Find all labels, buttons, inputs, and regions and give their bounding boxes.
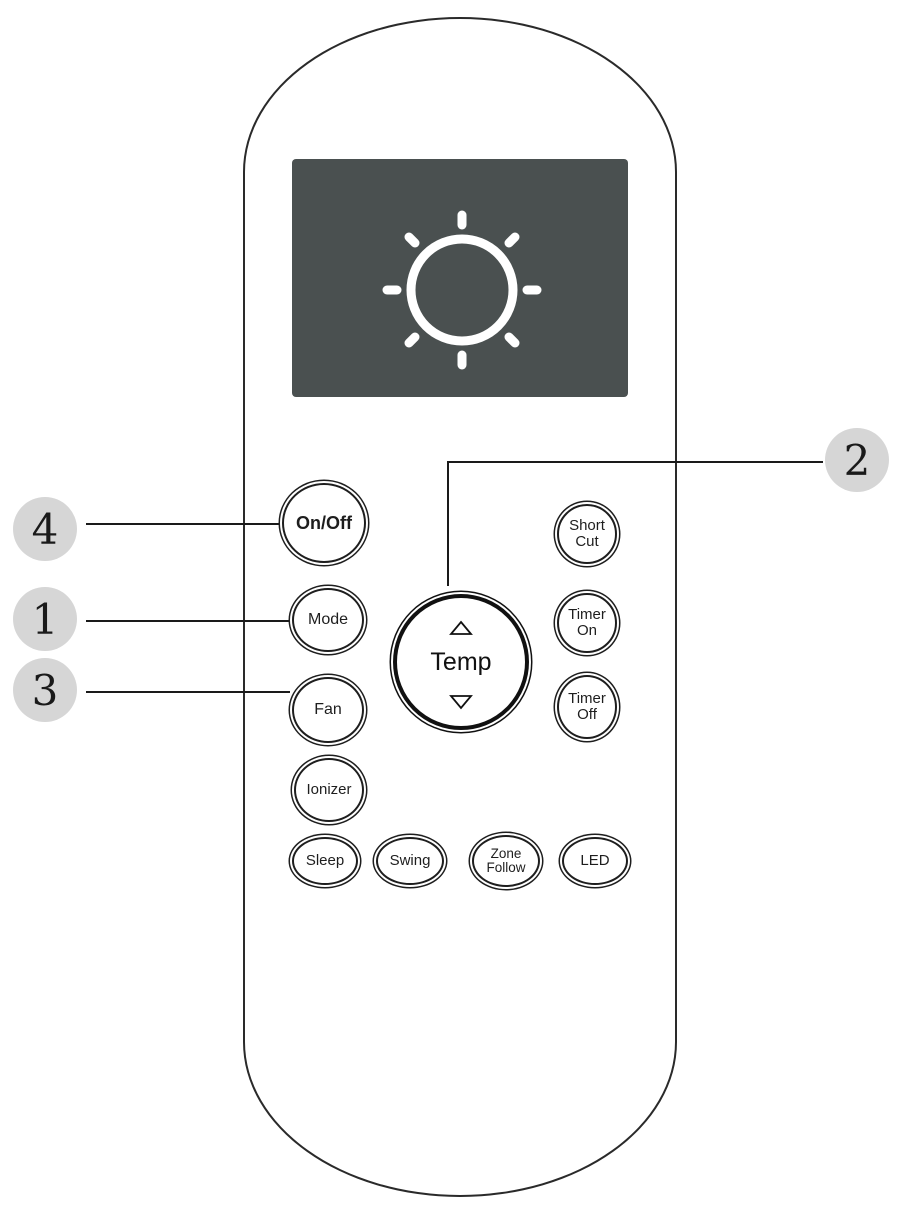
remote-display [292, 159, 628, 397]
mode-button[interactable]: Mode [292, 588, 364, 652]
zone-follow-label-line-1: Zone [490, 845, 522, 861]
led-button[interactable]: LED [562, 837, 628, 885]
mode-label: Mode [307, 610, 349, 628]
on-off-label: On/Off [296, 512, 352, 533]
ionizer-button[interactable]: Ionizer [294, 758, 364, 822]
fan-button[interactable]: Fan [292, 677, 364, 743]
swing-button[interactable]: Swing [376, 837, 444, 885]
temp-button[interactable]: Temp [393, 594, 529, 730]
callout-badge-3: 3 [13, 658, 77, 722]
timer-on-label-line-2: On [576, 622, 597, 639]
short-cut-label-line-2: Cut [575, 533, 599, 550]
sleep-label: Sleep [305, 852, 345, 870]
callout-line-4 [86, 523, 282, 525]
zone-follow-button[interactable]: Zone Follow [472, 835, 540, 887]
timer-on-label-line-1: Timer [568, 606, 606, 624]
temp-up-arrow-icon[interactable] [449, 620, 473, 636]
fan-label: Fan [314, 700, 342, 718]
timer-off-label-line-2: Off [577, 706, 597, 723]
timer-off-label-line-1: Timer [568, 690, 606, 708]
callout-badge-4: 4 [13, 497, 77, 561]
sleep-button[interactable]: Sleep [292, 837, 358, 885]
callout-badge-1: 1 [13, 587, 77, 651]
temp-down-arrow-icon[interactable] [449, 694, 473, 710]
callout-badge-2: 2 [825, 428, 889, 492]
led-label: LED [580, 852, 610, 870]
timer-on-button[interactable]: Timer On [557, 593, 617, 653]
on-off-button[interactable]: On/Off [282, 483, 366, 563]
sun-icon [382, 210, 542, 370]
short-cut-label-line-1: Short [569, 517, 605, 535]
zone-follow-label-line-2: Follow [486, 860, 526, 875]
short-cut-button[interactable]: Short Cut [557, 504, 617, 564]
ionizer-label: Ionizer [306, 781, 352, 799]
callout-line-2-vertical [447, 461, 449, 586]
timer-off-button[interactable]: Timer Off [557, 675, 617, 739]
callout-line-3 [86, 691, 290, 693]
callout-line-1 [86, 620, 290, 622]
callout-line-2-horizontal [447, 461, 823, 463]
temp-label: Temp [430, 648, 492, 676]
swing-label: Swing [389, 852, 431, 870]
